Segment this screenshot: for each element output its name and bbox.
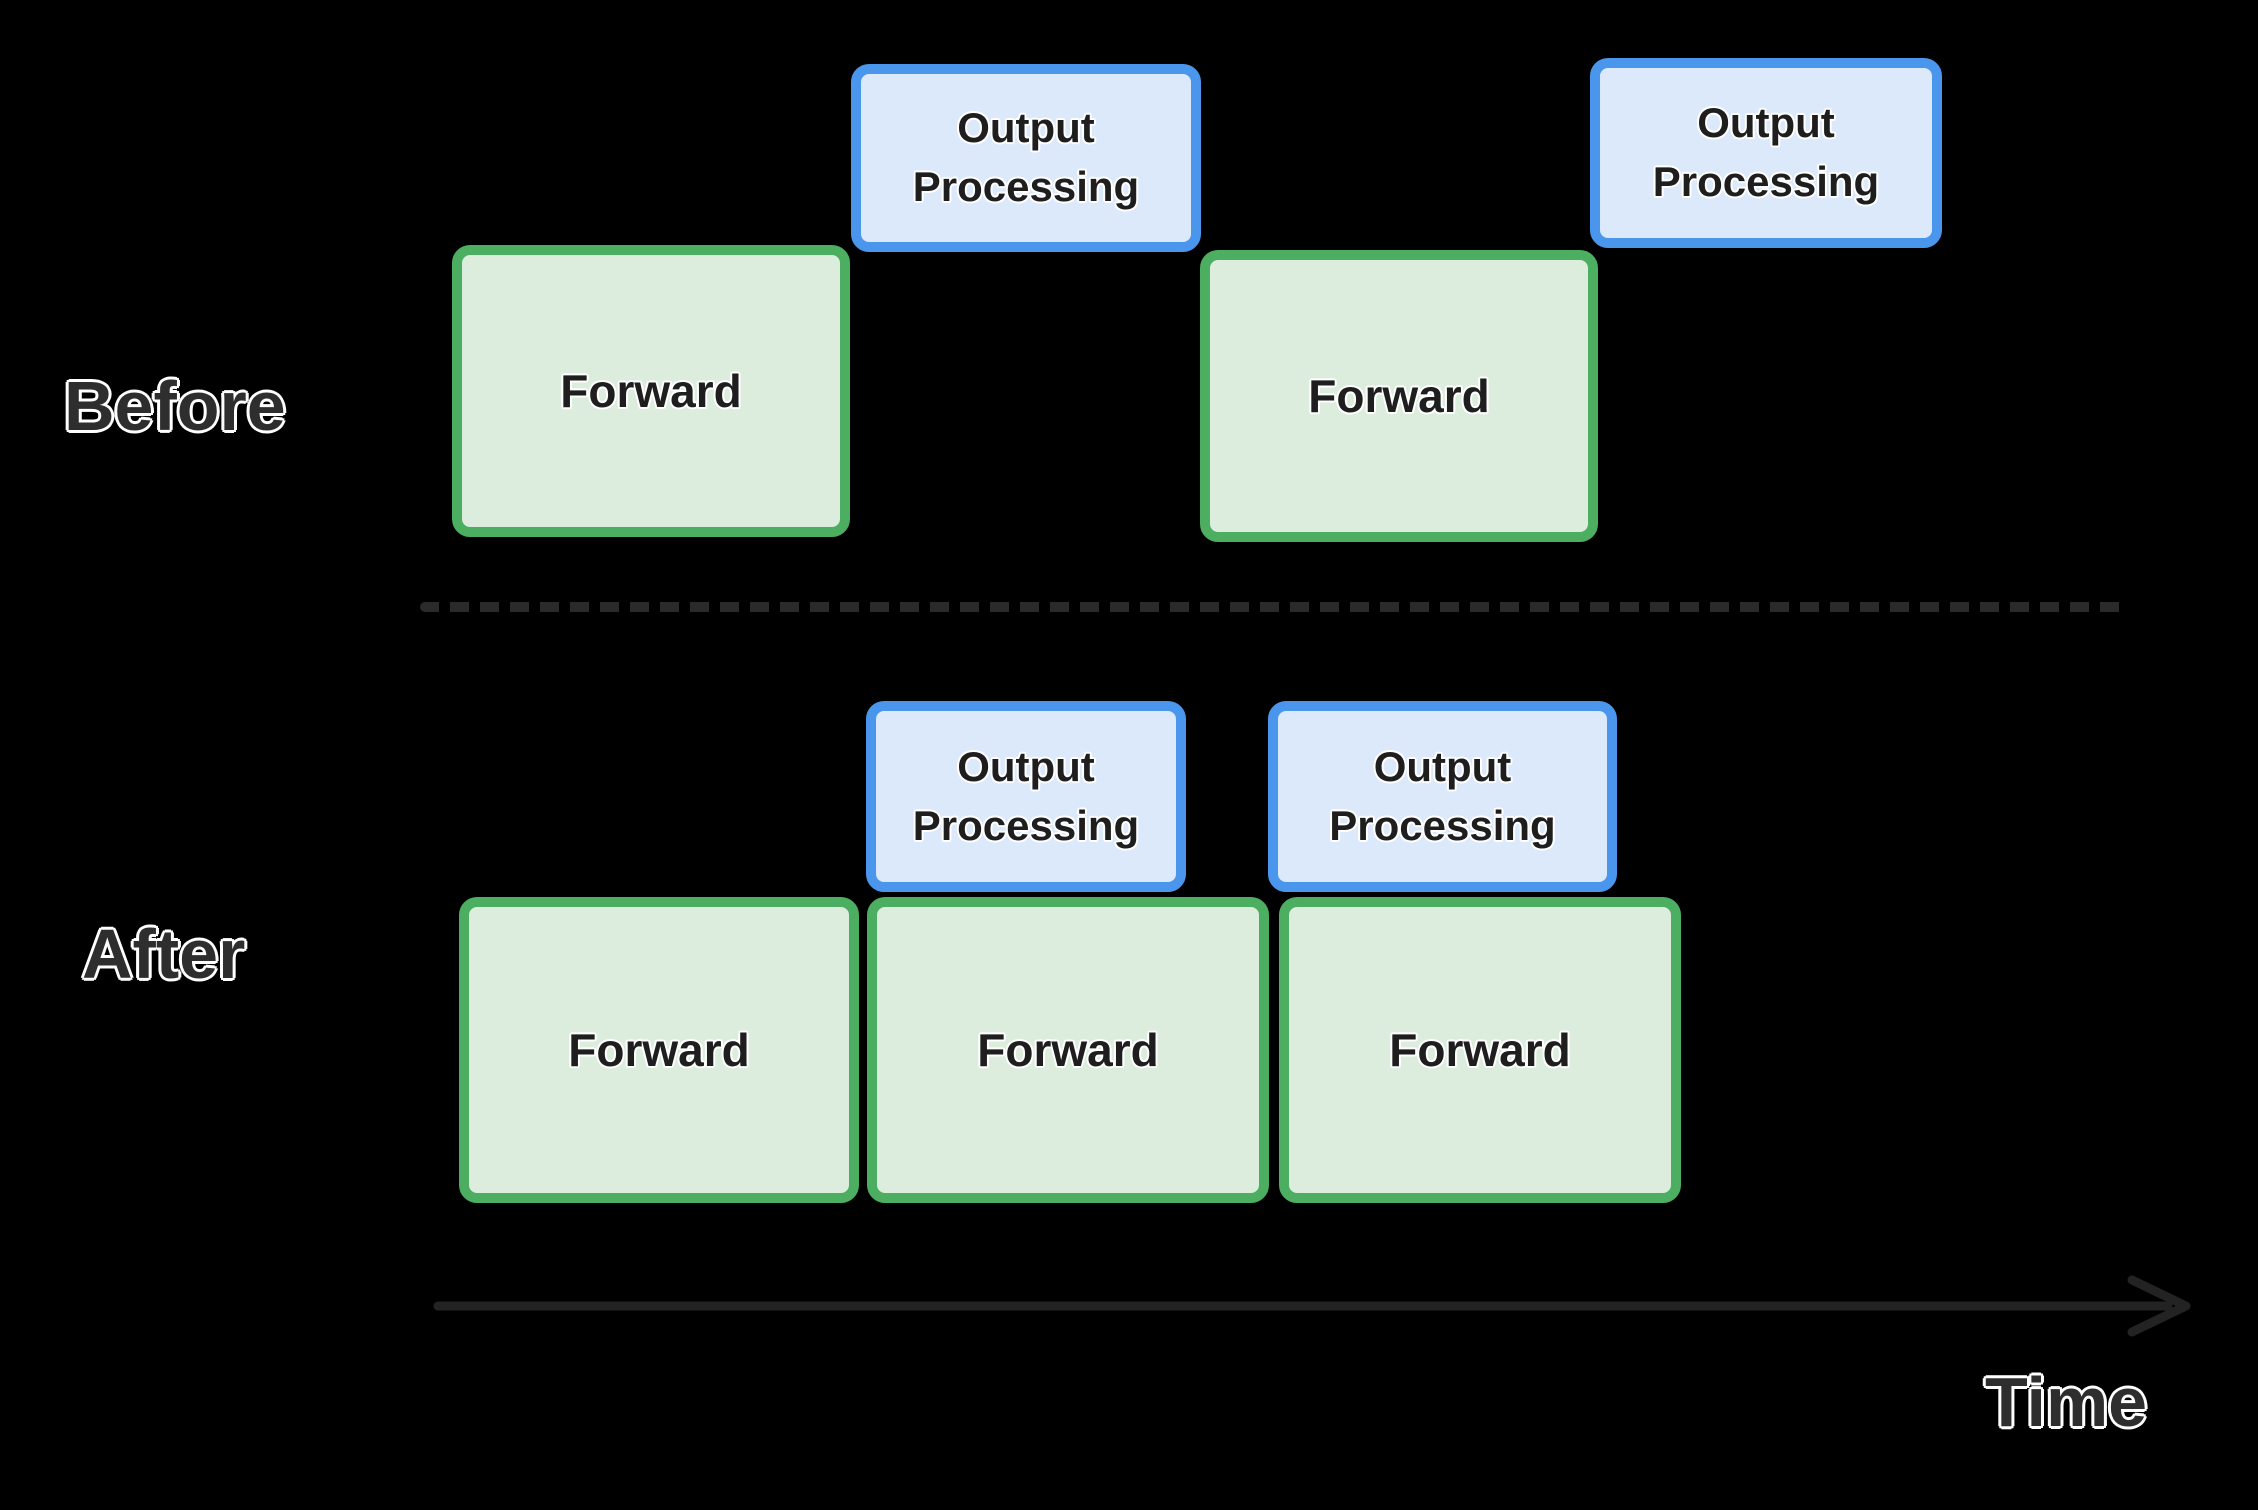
time-axis-label: Time (1985, 1363, 2148, 1441)
after-forward-label-2: Forward (977, 1023, 1159, 1076)
after-output-processing-label-2: Output Processing (1329, 742, 1556, 849)
before-section-label: Before (64, 367, 286, 445)
after-output-processing-label-1: Output Processing (912, 742, 1140, 849)
before-output-processing-box-1: Output Processing (851, 64, 1201, 252)
before-forward-box-2: Forward (1200, 250, 1598, 542)
after-forward-box-1: Forward (459, 897, 859, 1203)
after-output-processing-box-2: Output Processing (1268, 701, 1617, 892)
before-output-processing-box-2: Output Processing (1590, 58, 1942, 248)
section-divider-dashed-line (420, 602, 2125, 612)
after-forward-label-1: Forward (568, 1023, 750, 1076)
time-axis-arrow (433, 1275, 2191, 1337)
before-forward-label-1: Forward (560, 364, 742, 417)
after-forward-label-3: Forward (1389, 1023, 1571, 1076)
after-section-label: After (82, 915, 246, 993)
before-forward-box-1: Forward (452, 245, 850, 537)
before-output-processing-label-2: Output Processing (1652, 99, 1880, 205)
before-forward-label-2: Forward (1308, 369, 1490, 422)
after-forward-box-2: Forward (867, 897, 1269, 1203)
after-output-processing-box-1: Output Processing (866, 701, 1186, 892)
before-output-processing-label-1: Output Processing (912, 104, 1140, 210)
after-forward-box-3: Forward (1279, 897, 1681, 1203)
